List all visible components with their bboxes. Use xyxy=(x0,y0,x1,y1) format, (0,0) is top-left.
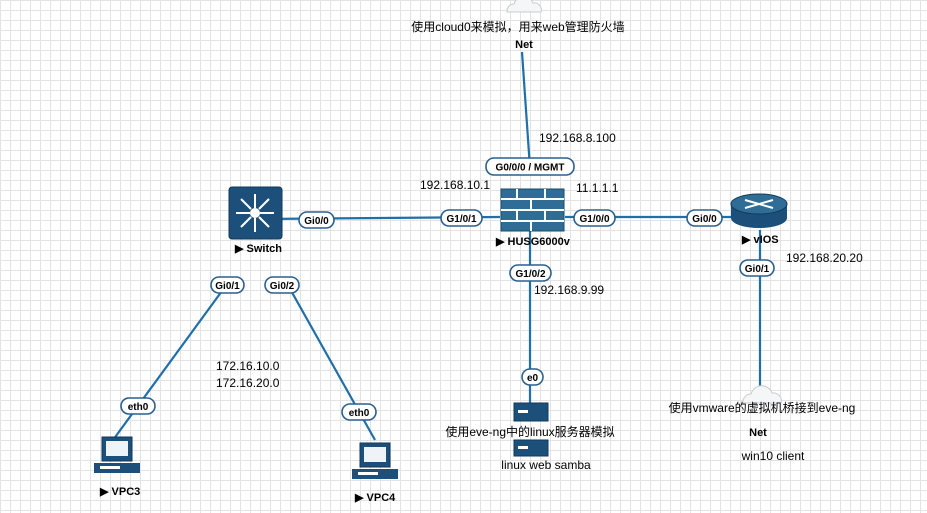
router-icon[interactable] xyxy=(730,193,788,228)
cloud-bottom-sub: win10 client xyxy=(741,449,805,463)
port-router-bottom[interactable]: Gi0/1 xyxy=(739,259,775,277)
router-label: ▶ vIOS xyxy=(741,234,779,246)
link-cloud-firewall[interactable] xyxy=(520,51,532,169)
svg-text:G1/0/0: G1/0/0 xyxy=(579,214,609,225)
port-vpc3-eth[interactable]: eth0 xyxy=(120,397,156,415)
port-router-left[interactable]: Gi0/0 xyxy=(686,209,723,227)
firewall-label: ▶ HUSG6000v xyxy=(495,236,571,248)
svg-text:Gi0/0: Gi0/0 xyxy=(304,216,329,227)
cloud-icon-bottom[interactable] xyxy=(742,385,782,404)
svg-text:G0/0/0 / MGMT: G0/0/0 / MGMT xyxy=(496,163,565,174)
vpc4-label: ▶ VPC4 xyxy=(354,492,396,504)
link-switch-vpc3[interactable] xyxy=(112,279,231,441)
svg-text:eth0: eth0 xyxy=(128,402,149,413)
port-fw-mgmt[interactable]: G0/0/0 / MGMT xyxy=(485,157,575,176)
addr-fw-right: 11.1.1.1 xyxy=(576,181,619,195)
port-sw-right[interactable]: Gi0/0 xyxy=(298,211,335,229)
addr-fw-bottom: 192.168.9.99 xyxy=(534,283,604,297)
server-icon[interactable] xyxy=(513,402,549,457)
cloud-top-label: Net xyxy=(515,39,533,51)
vpc3-label: ▶ VPC3 xyxy=(99,486,140,498)
addr-lan1: 172.16.10.0 xyxy=(216,359,280,373)
port-server-e0[interactable]: e0 xyxy=(521,368,544,386)
cloud-icon-top[interactable] xyxy=(506,0,542,13)
svg-text:Gi0/1: Gi0/1 xyxy=(745,264,770,275)
vpc4-icon[interactable] xyxy=(352,442,398,479)
port-fw-bottom[interactable]: G1/0/2 xyxy=(509,264,552,282)
svg-text:Gi0/0: Gi0/0 xyxy=(692,214,717,225)
server-label: linux web samba xyxy=(501,458,591,472)
addr-lan2: 172.16.20.0 xyxy=(216,376,280,390)
server-note: 使用eve-ng中的linux服务器模拟 xyxy=(445,424,614,439)
port-sw-gi01[interactable]: Gi0/1 xyxy=(210,276,245,294)
port-fw-right[interactable]: G1/0/0 xyxy=(573,209,616,227)
addr-router: 192.168.20.20 xyxy=(786,251,863,265)
svg-text:Gi0/1: Gi0/1 xyxy=(215,281,240,292)
addr-fw-left: 192.168.10.1 xyxy=(420,178,490,192)
vpc3-icon[interactable] xyxy=(94,436,140,473)
port-fw-left[interactable]: G1/0/1 xyxy=(440,209,483,227)
cloud-top-note: 使用cloud0来模拟，用来web管理防火墙 xyxy=(411,19,624,34)
firewall-icon[interactable] xyxy=(500,188,565,232)
svg-text:Gi0/2: Gi0/2 xyxy=(270,281,295,292)
cloud-bottom-note: 使用vmware的虚拟机桥接到eve-ng xyxy=(669,400,856,415)
svg-text:e0: e0 xyxy=(527,373,539,384)
switch-icon[interactable] xyxy=(228,186,283,240)
port-vpc4-eth[interactable]: eth0 xyxy=(341,403,377,421)
svg-text:eth0: eth0 xyxy=(349,408,370,419)
addr-mgmt: 192.168.8.100 xyxy=(539,131,616,145)
switch-label: ▶ Switch xyxy=(234,243,282,255)
port-sw-gi02[interactable]: Gi0/2 xyxy=(264,276,300,294)
cloud-bottom-label: Net xyxy=(749,427,767,439)
svg-text:G1/0/2: G1/0/2 xyxy=(515,269,545,280)
svg-text:G1/0/1: G1/0/1 xyxy=(446,214,476,225)
